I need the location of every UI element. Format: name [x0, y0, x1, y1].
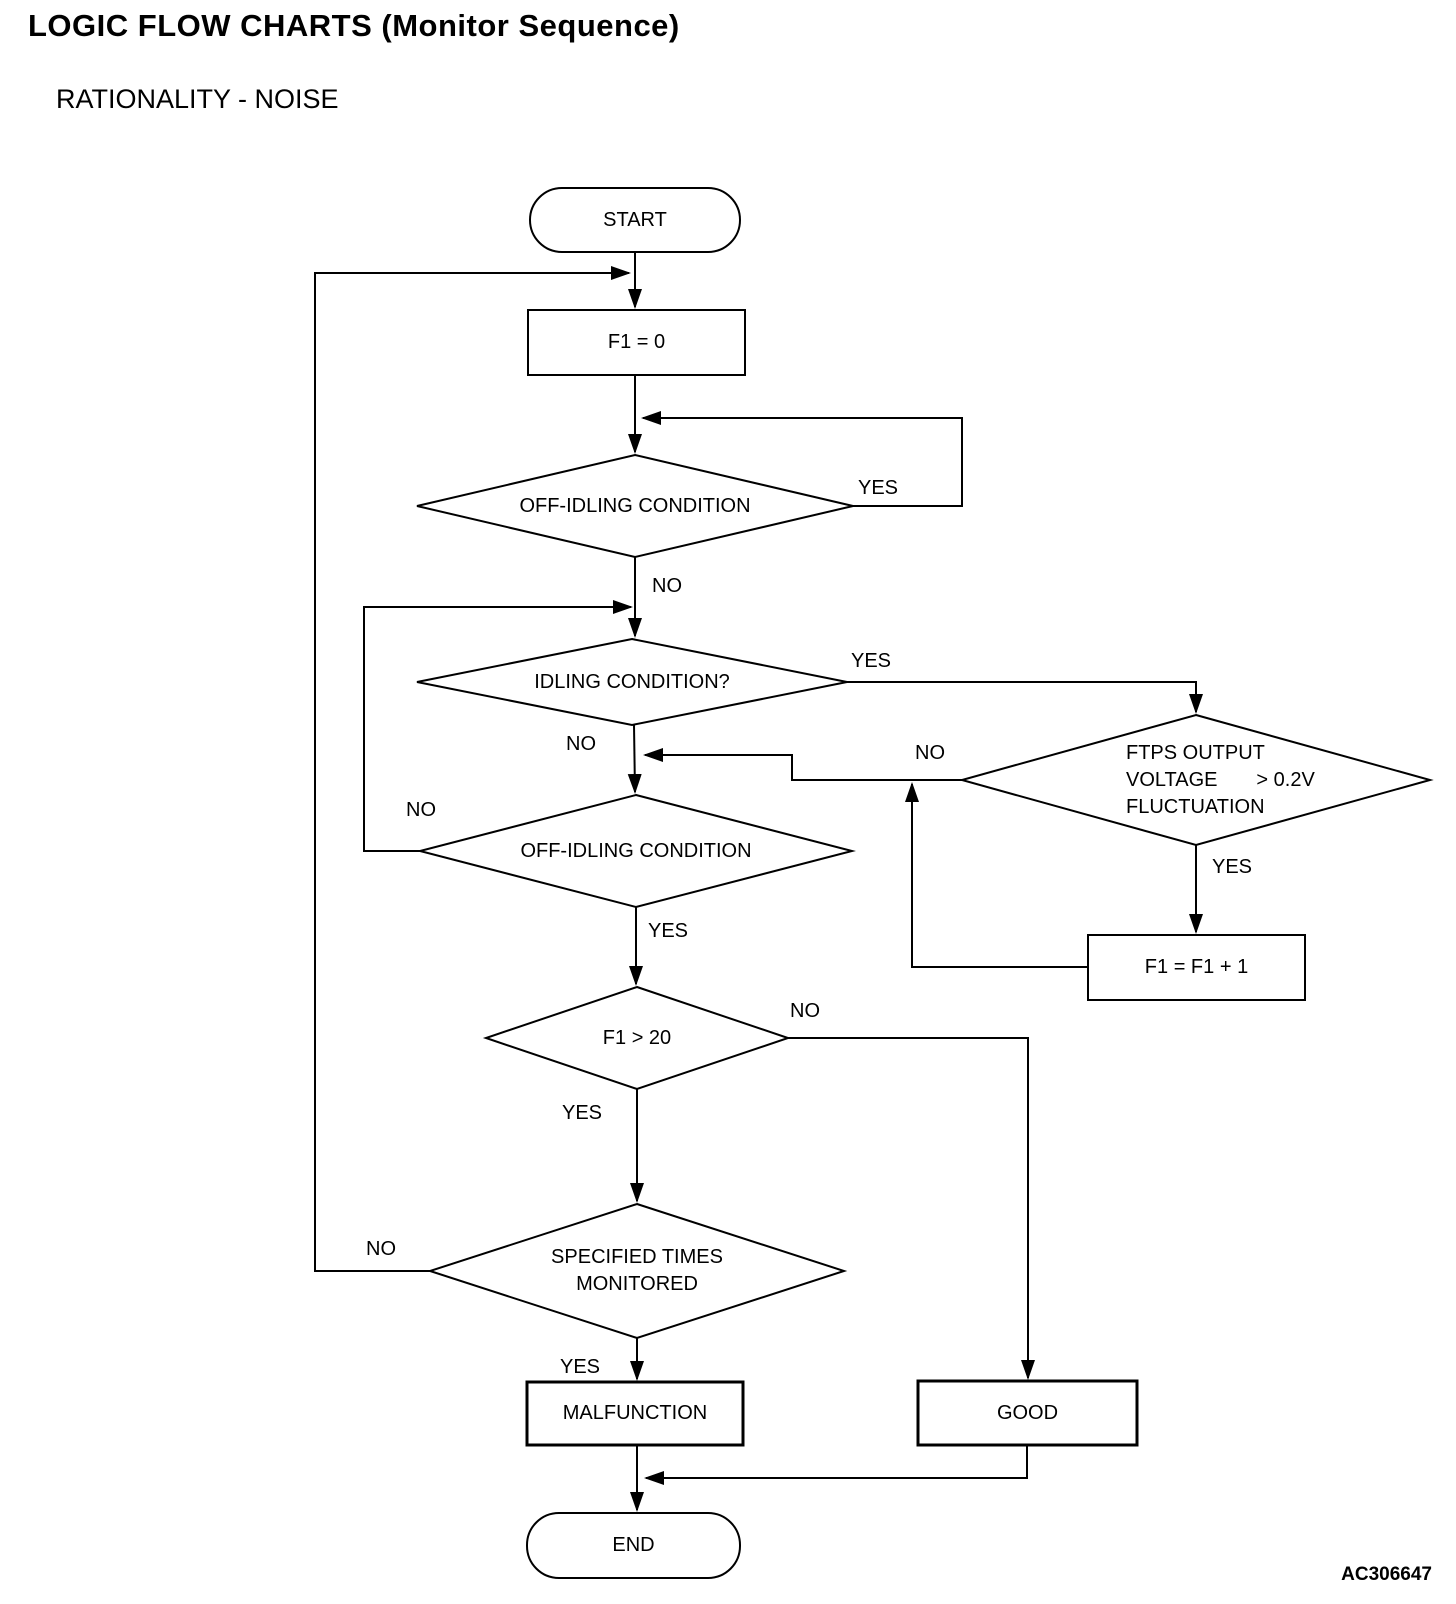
- end-label: END: [612, 1534, 655, 1556]
- page-title: LOGIC FLOW CHARTS (Monitor Sequence): [28, 8, 680, 43]
- increment-label: F1 = F1 + 1: [1144, 956, 1249, 978]
- edge-idling-yes-to-ftps: [847, 681, 1203, 714]
- node-idling-decision: [416, 637, 848, 727]
- specified-label-line1: SPECIFIED TIMES: [551, 1246, 723, 1268]
- figure-code: AC306647: [1341, 1564, 1432, 1585]
- node-specified-decision: [426, 1202, 848, 1340]
- node-offidling1-decision: [416, 453, 854, 559]
- edge-offidling1-yes-loop: [641, 411, 963, 507]
- edge-idling-no-to-offidling2: [627, 724, 642, 794]
- offidling2-label: OFF-IDLING CONDITION: [520, 839, 752, 862]
- good-label: GOOD: [996, 1401, 1059, 1424]
- page-subtitle: RATIONALITY - NOISE: [56, 84, 339, 114]
- edge-increment-loop: [905, 782, 1088, 968]
- node-end-terminator: [526, 1512, 741, 1579]
- start-label: START: [603, 208, 667, 231]
- malfunction-label: MALFUNCTION: [562, 1402, 708, 1424]
- edge-ftps-no-return: [643, 748, 962, 781]
- node-f1gt20-decision: [482, 985, 792, 1091]
- ftps-label-line3: FLUCTUATION: [1126, 796, 1265, 818]
- node-ftps-decision: [958, 713, 1434, 847]
- ftps-yes-label: YES: [1212, 856, 1253, 878]
- idling-no-label: NO: [566, 733, 596, 755]
- f1gt20-no-label: NO: [790, 1000, 820, 1022]
- offidling2-yes-label: YES: [648, 920, 689, 942]
- offidling1-no-label: NO: [652, 575, 682, 597]
- f1gt20-label: F1 > 20: [602, 1026, 672, 1049]
- edge-offidling2-no-loop: [363, 600, 633, 852]
- f1gt20-yes-label: YES: [562, 1102, 603, 1124]
- node-offidling2-decision: [416, 793, 856, 909]
- idling-label: IDLING CONDITION?: [534, 670, 730, 693]
- specified-yes-label: YES: [560, 1356, 601, 1378]
- node-increment-process: [1087, 934, 1306, 1001]
- ftps-label: FTPS OUTPUT VOLTAGE > 0.2V FLUCTUATION: [1126, 740, 1406, 821]
- edge-f1gt20-no-to-good: [788, 1037, 1035, 1380]
- specified-label: SPECIFIED TIMES MONITORED: [430, 1204, 844, 1338]
- idling-yes-label: YES: [851, 650, 892, 672]
- ftps-label-line2: VOLTAGE > 0.2V: [1126, 769, 1315, 791]
- node-start-terminator: [529, 187, 741, 253]
- node-good-process: [916, 1379, 1139, 1447]
- init-label: F1 = 0: [607, 331, 666, 353]
- offidling2-no-label: NO: [406, 799, 436, 821]
- node-init-process: [527, 309, 746, 376]
- specified-no-label: NO: [366, 1238, 396, 1260]
- flowchart-shapes-and-edges: [314, 187, 1434, 1579]
- ftps-label-line1: FTPS OUTPUT: [1126, 742, 1265, 764]
- ftps-no-label: NO: [915, 742, 945, 764]
- edge-specified-no-restart-loop: [314, 266, 631, 1272]
- node-malfunction-process: [525, 1380, 745, 1447]
- offidling1-yes-label: YES: [858, 477, 899, 499]
- offidling1-label: OFF-IDLING CONDITION: [519, 494, 751, 517]
- edge-good-to-end-join: [644, 1445, 1028, 1485]
- specified-label-line2: MONITORED: [576, 1273, 698, 1295]
